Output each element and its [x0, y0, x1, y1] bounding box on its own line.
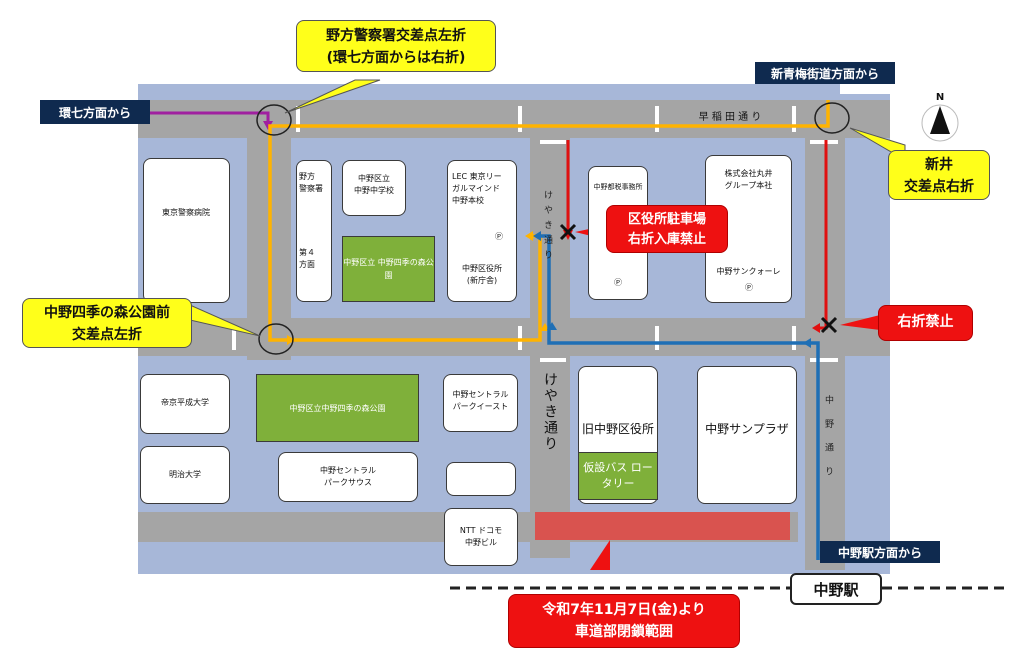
route-blue	[538, 234, 820, 560]
label-ntt: NTT ドコモ 中野ビル	[459, 526, 503, 547]
label-lec: LEC 東京リー ガルマインド 中野本校	[452, 172, 502, 205]
label-tax-office: 中野都税事務所	[593, 183, 643, 191]
label-middle-school: 中野区立 中野中学校	[354, 174, 394, 195]
building-small	[446, 462, 516, 496]
callout-no-right: 右折禁止	[878, 305, 973, 341]
street-keyaki-small: けやき通り	[542, 190, 552, 265]
nakano-station: 中野駅	[790, 573, 882, 605]
building-central-east: 中野セントラル パークイースト	[443, 374, 518, 432]
building-police: 野方 警察署 第４ 方面	[296, 160, 332, 302]
building-sunplaza: 中野サンプラザ	[697, 366, 797, 504]
label-police: 野方 警察署	[299, 172, 323, 193]
label-kan7: 環七方面から	[40, 100, 150, 124]
building-ntt: NTT ドコモ 中野ビル	[444, 508, 518, 566]
label-central-south: 中野セントラル パークサウス	[320, 466, 376, 487]
label-central-east: 中野セントラル パークイースト	[452, 390, 509, 411]
park-big: 中野区立中野四季の森公園	[256, 374, 419, 442]
street-waseda: 早 稲 田 通 り	[698, 112, 762, 123]
park-small: 中野区立 中野四季の森公園	[342, 236, 435, 302]
callout-parking: 区役所駐車場 右折入庫禁止	[606, 205, 728, 253]
building-middle-school: 中野区立 中野中学校	[342, 160, 406, 216]
callout-arai: 新井 交差点右折	[888, 150, 990, 200]
north-arrow-icon	[921, 104, 959, 142]
keyaki-road	[530, 138, 570, 558]
label-meiji: 明治大学	[169, 470, 201, 479]
label-sunplaza: 中野サンプラザ	[705, 422, 789, 436]
label-old-office: 旧中野区役所	[581, 422, 654, 436]
temp-bus-rotary: 仮設バス ロータリー	[578, 452, 658, 500]
compass-label: N	[935, 92, 945, 103]
label-station-dir: 中野駅方面から	[820, 541, 940, 563]
building-city-office-new: LEC 東京リー ガルマインド 中野本校 Ⓟ 中野区役所 (新庁舎)	[447, 160, 517, 302]
label-shinome: 新青梅街道方面から	[755, 62, 895, 84]
parking-mark: Ⓟ	[495, 232, 503, 241]
callout-nokata: 野方警察署交差点左折 (環七方面からは右折)	[296, 20, 496, 72]
building-teikyo: 帝京平成大学	[140, 374, 230, 434]
label-marui: 株式会社丸井 グループ本社	[724, 169, 773, 190]
label-sunquare: 中野サンクォーレ	[716, 267, 781, 276]
label-hospital: 東京警察病院	[162, 208, 210, 217]
intersection-shiki	[258, 323, 294, 355]
cross-mark-icon	[559, 223, 577, 241]
callout-shiki: 中野四季の森公園前 交差点左折	[22, 298, 192, 348]
parking-mark: Ⓟ	[745, 283, 753, 292]
route-kan7	[150, 111, 270, 122]
intersection-arai	[814, 102, 850, 134]
label-city-office: 中野区役所 (新庁舎)	[462, 264, 502, 285]
label-teikyo: 帝京平成大学	[161, 398, 209, 407]
callout-closure: 令和7年11月7日(金)より 車道部閉鎖範囲	[508, 594, 740, 648]
street-keyaki: けやき通り	[542, 372, 558, 452]
cross-mark-icon	[820, 316, 838, 334]
parking-mark: Ⓟ	[614, 278, 622, 287]
closure-zone	[535, 512, 790, 540]
route-yellow	[268, 100, 830, 342]
label-dai4: 第４ 方面	[299, 248, 315, 269]
intersection-nokata	[256, 104, 292, 136]
building-meiji: 明治大学	[140, 446, 230, 504]
building-hospital: 東京警察病院	[143, 158, 230, 303]
building-central-south: 中野セントラル パークサウス	[278, 452, 418, 502]
street-nakano: 中 野 通 り	[823, 395, 833, 482]
